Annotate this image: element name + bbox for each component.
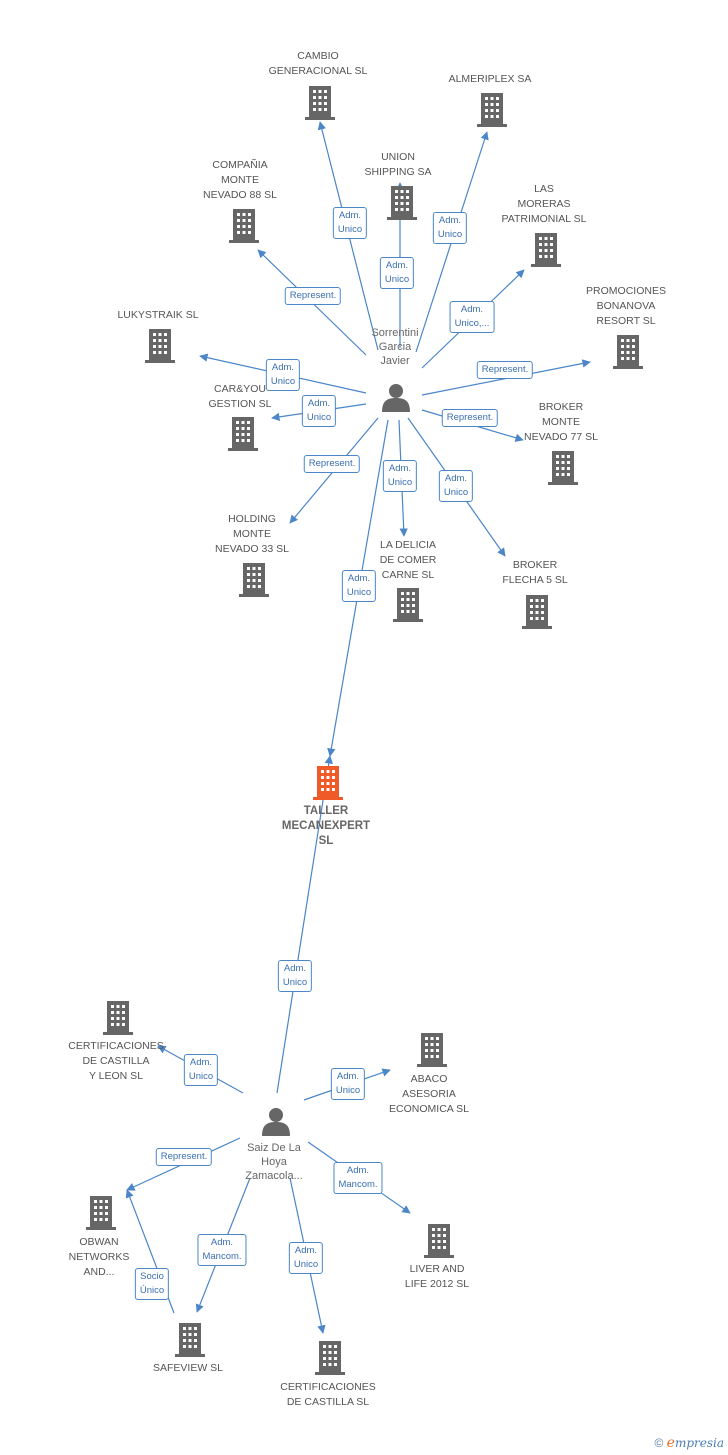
node-label-cambio[interactable]: CAMBIO GENERACIONAL SL	[268, 50, 368, 77]
edge-label-sorrentini-lukystraik[interactable]: Adm. Unico	[265, 359, 301, 391]
edge-label-saiz-certcyl[interactable]: Adm. Unico	[183, 1054, 219, 1086]
edge-label-sorrentini-caryou[interactable]: Adm. Unico	[301, 395, 337, 427]
edge-label-sorrentini-taller[interactable]: Adm. Unico	[341, 570, 377, 602]
edge-label-sorrentini-delicia[interactable]: Adm. Unico	[382, 460, 418, 492]
building-icon-compania[interactable]	[229, 209, 259, 243]
edge-label-saiz-liver[interactable]: Adm. Mancom.	[333, 1162, 383, 1194]
building-icon-certcyl[interactable]	[103, 1001, 133, 1035]
building-icon-cambio[interactable]	[305, 86, 335, 120]
node-label-broker77[interactable]: BROKER MONTE NEVADO 77 SL	[524, 401, 598, 443]
node-label-promociones[interactable]: PROMOCIONES BONANOVA RESORT SL	[586, 285, 666, 327]
node-label-liver[interactable]: LIVER AND LIFE 2012 SL	[404, 1263, 470, 1290]
building-icon-abaco[interactable]	[417, 1033, 447, 1067]
building-icon-broker77[interactable]	[548, 451, 578, 485]
node-label-taller[interactable]: TALLER MECANEXPERT SL	[281, 805, 371, 847]
edge-label-sorrentini-union[interactable]: Adm. Unico	[379, 257, 415, 289]
brand-logo-initial: e	[666, 1435, 675, 1451]
edge-label-sorrentini-broker77[interactable]: Represent.	[441, 409, 499, 427]
building-icon-certcas[interactable]	[315, 1341, 345, 1375]
edge-label-sorrentini-cambio[interactable]: Adm. Unico	[332, 207, 368, 239]
edge-label-sorrentini-almeriplex[interactable]: Adm. Unico	[432, 212, 468, 244]
edge-label-sorrentini-moreras[interactable]: Adm. Unico,...	[449, 301, 495, 333]
building-icon-moreras[interactable]	[531, 233, 561, 267]
edge-label-saiz-obwan[interactable]: Represent.	[155, 1148, 213, 1166]
edge-label-saiz-certcas[interactable]: Adm. Unico	[288, 1242, 324, 1274]
node-label-saiz[interactable]: Saiz De La Hoya Zamacola...	[245, 1142, 303, 1182]
node-label-abaco[interactable]: ABACO ASESORIA ECONOMICA SL	[389, 1073, 469, 1115]
node-label-moreras[interactable]: LAS MORERAS PATRIMONIAL SL	[501, 183, 587, 225]
node-label-compania[interactable]: COMPAÑIA MONTE NEVADO 88 SL	[203, 159, 277, 201]
node-label-lukystraik[interactable]: LUKYSTRAIK SL	[117, 309, 199, 321]
node-label-sorrentini[interactable]: Sorrentini Garcia Javier	[371, 327, 419, 367]
building-icon-holding[interactable]	[239, 563, 269, 597]
brand-logo-text: mpresia	[674, 1436, 724, 1450]
building-icon-caryou[interactable]	[228, 417, 258, 451]
edge-label-safeview-obwan[interactable]: Socio Único	[134, 1268, 170, 1300]
edge-label-sorrentini-broker5[interactable]: Adm. Unico	[438, 470, 474, 502]
building-icon-liver[interactable]	[424, 1224, 454, 1258]
footer-brand: © empresia	[654, 1435, 724, 1451]
edge-label-saiz-safeview[interactable]: Adm. Mancom.	[197, 1234, 247, 1266]
person-icon-saiz[interactable]	[262, 1108, 290, 1136]
node-label-union[interactable]: UNION SHIPPING SA	[364, 151, 432, 178]
building-icon-union[interactable]	[387, 186, 417, 220]
node-label-certcyl[interactable]: CERTIFICACIONES DE CASTILLA Y LEON SL	[68, 1040, 164, 1082]
edge-label-sorrentini-compania[interactable]: Represent.	[284, 287, 342, 305]
building-icon-broker5[interactable]	[522, 595, 552, 629]
node-label-almeriplex[interactable]: ALMERIPLEX SA	[448, 73, 532, 85]
node-label-obwan[interactable]: OBWAN NETWORKS AND...	[68, 1236, 130, 1278]
node-label-safeview[interactable]: SAFEVIEW SL	[152, 1362, 224, 1374]
node-label-delicia[interactable]: LA DELICIA DE COMER CARNE SL	[379, 539, 437, 581]
edge-label-sorrentini-promociones[interactable]: Represent.	[476, 361, 534, 379]
copyright-icon: ©	[654, 1436, 664, 1450]
building-icon-promociones[interactable]	[613, 335, 643, 369]
building-icon-taller[interactable]	[313, 766, 343, 800]
building-icon-delicia[interactable]	[393, 588, 423, 622]
edge-label-sorrentini-holding[interactable]: Represent.	[303, 455, 361, 473]
node-label-holding[interactable]: HOLDING MONTE NEVADO 33 SL	[215, 513, 289, 555]
building-icon-lukystraik[interactable]	[145, 329, 175, 363]
building-icon-obwan[interactable]	[86, 1196, 116, 1230]
node-label-broker5[interactable]: BROKER FLECHA 5 SL	[502, 559, 568, 586]
edge-saiz-taller	[276, 755, 333, 1094]
edge-label-saiz-abaco[interactable]: Adm. Unico	[330, 1068, 366, 1100]
edge-label-saiz-taller[interactable]: Adm. Unico	[277, 960, 313, 992]
node-label-certcas[interactable]: CERTIFICACIONES DE CASTILLA SL	[280, 1381, 376, 1408]
node-label-caryou[interactable]: CAR&YOU GESTION SL	[208, 383, 272, 410]
building-icon-almeriplex[interactable]	[477, 93, 507, 127]
building-icon-safeview[interactable]	[175, 1323, 205, 1357]
person-icon-sorrentini[interactable]	[382, 384, 410, 412]
